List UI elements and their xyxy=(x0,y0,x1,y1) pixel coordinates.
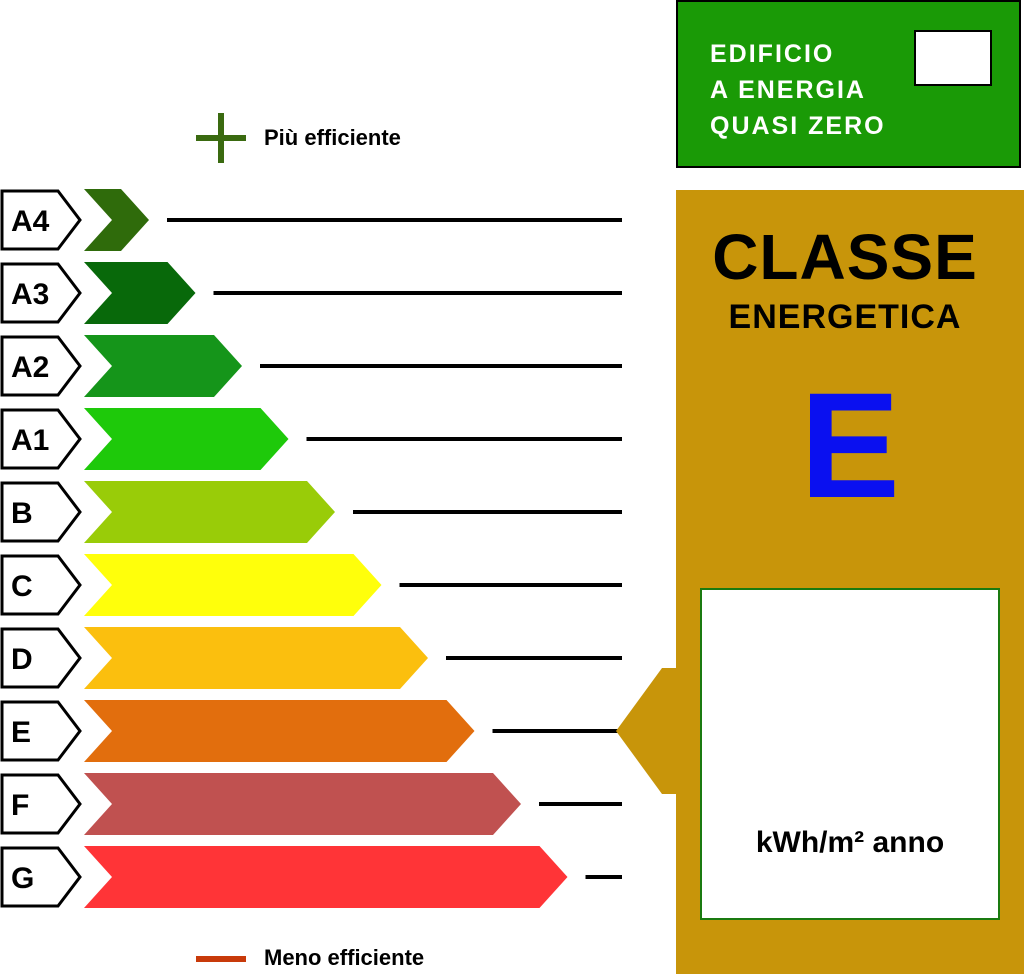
class-bar xyxy=(84,481,335,543)
class-tag-label: A3 xyxy=(11,278,49,311)
class-tag-label: C xyxy=(11,570,33,603)
class-tag xyxy=(0,189,82,251)
class-bar xyxy=(84,846,568,908)
class-row-f: F xyxy=(0,773,622,835)
class-tag xyxy=(0,627,82,689)
class-tag-label: G xyxy=(11,862,34,895)
class-leader-line xyxy=(260,364,622,368)
class-row-a1: A1 xyxy=(0,408,622,470)
minus-icon xyxy=(196,956,246,962)
classe-subtitle: ENERGETICA xyxy=(728,298,962,336)
class-tag xyxy=(0,335,82,397)
class-tag xyxy=(0,481,82,543)
class-tag xyxy=(0,700,82,762)
energy-class-panel: CLASSE ENERGETICA E kWh/m² anno xyxy=(676,190,1024,974)
class-leader-line xyxy=(353,510,622,514)
class-tag-label: A1 xyxy=(11,424,49,457)
class-bar xyxy=(84,627,428,689)
class-tag xyxy=(0,846,82,908)
class-leader-line xyxy=(306,437,622,441)
class-leader-line xyxy=(585,875,622,879)
energy-value-box: kWh/m² anno xyxy=(700,588,1000,920)
class-tag-label: F xyxy=(11,789,29,822)
class-row-g: G xyxy=(0,846,622,908)
more-efficient-label: Più efficiente xyxy=(264,125,401,150)
class-row-c: C xyxy=(0,554,622,616)
class-tag-label: A2 xyxy=(11,351,49,384)
energy-unit: kWh/m² anno xyxy=(755,826,945,859)
nzeb-checkbox xyxy=(914,30,992,86)
class-tag xyxy=(0,408,82,470)
class-row-e: E xyxy=(0,700,622,762)
class-tag xyxy=(0,554,82,616)
class-tag-label: A4 xyxy=(11,205,50,238)
class-leader-line xyxy=(446,656,622,660)
class-leader-line xyxy=(539,802,622,806)
plus-icon xyxy=(196,113,246,163)
class-tag-label: E xyxy=(11,716,31,749)
less-efficient-label: Meno efficiente xyxy=(264,945,425,970)
class-bar xyxy=(84,335,242,397)
classe-title: CLASSE xyxy=(712,221,978,293)
class-row-a3: A3 xyxy=(0,262,622,324)
class-bar xyxy=(84,554,382,616)
class-pointer-arrow xyxy=(616,668,678,794)
class-bar xyxy=(84,189,149,251)
class-leader-line xyxy=(492,729,622,733)
class-bar xyxy=(84,773,521,835)
class-leader-line xyxy=(399,583,622,587)
nzeb-badge: EDIFICIO A ENERGIA QUASI ZERO xyxy=(676,0,1021,168)
class-tag-label: D xyxy=(11,643,33,676)
class-row-b: B xyxy=(0,481,622,543)
class-leader-line xyxy=(167,218,622,222)
nzeb-label: EDIFICIO A ENERGIA QUASI ZERO xyxy=(710,40,886,140)
class-tag-label: B xyxy=(11,497,33,530)
class-tag xyxy=(0,262,82,324)
class-row-a4: A4 xyxy=(0,189,622,251)
class-leader-line xyxy=(213,291,622,295)
class-bar xyxy=(84,408,289,470)
class-bar xyxy=(84,700,475,762)
class-row-d: D xyxy=(0,627,622,689)
class-bar xyxy=(84,262,196,324)
current-class-letter: E xyxy=(799,361,901,529)
class-row-a2: A2 xyxy=(0,335,622,397)
class-tag xyxy=(0,773,82,835)
